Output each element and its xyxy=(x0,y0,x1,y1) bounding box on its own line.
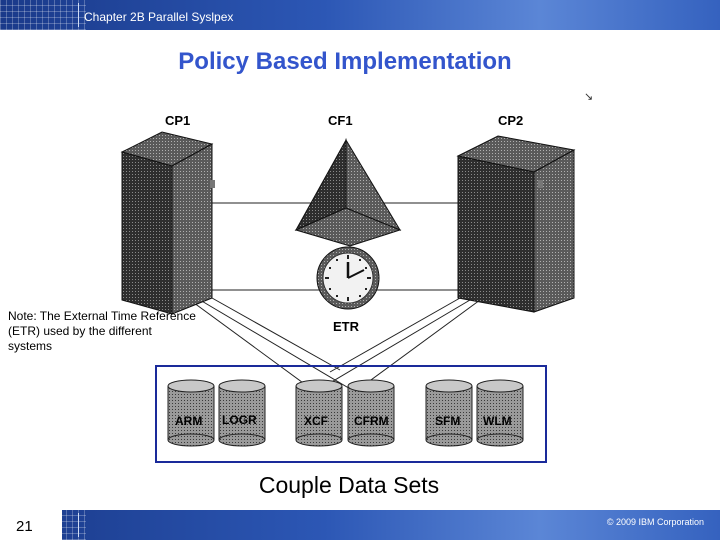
cf1-label: CF1 xyxy=(328,113,353,128)
etr-label: ETR xyxy=(333,319,360,334)
wlm-data-set xyxy=(476,379,524,447)
header-pattern xyxy=(0,0,86,30)
arm-data-set xyxy=(167,379,215,447)
logr-data-set xyxy=(218,379,266,447)
chapter-title: Chapter 2B Parallel Syslpex xyxy=(84,10,234,24)
etr-note: Note: The External Time Reference (ETR) … xyxy=(8,309,196,353)
cp2-label: CP2 xyxy=(498,113,523,128)
header-separator xyxy=(78,3,79,27)
sfm-label: SFM xyxy=(435,414,460,428)
cf1-coupling-facility-icon xyxy=(294,138,402,247)
header-bar: Chapter 2B Parallel Syslpex xyxy=(0,0,720,30)
footer-separator xyxy=(78,513,79,537)
cp2-mainframe-icon xyxy=(456,135,576,313)
xcf-data-set xyxy=(295,379,343,447)
etr-clock-icon xyxy=(316,246,380,310)
couple-data-sets-title: Couple Data Sets xyxy=(258,472,440,498)
arm-label: ARM xyxy=(175,414,202,428)
copyright: © 2009 IBM Corporation xyxy=(606,517,704,527)
couple-data-sets-frame xyxy=(155,365,547,463)
cp1-label: CP1 xyxy=(165,113,190,128)
footer-bar: 21 © 2009 IBM Corporation xyxy=(0,510,720,540)
xcf-label: XCF xyxy=(304,414,328,428)
cfrm-label: CFRM xyxy=(354,414,389,428)
wlm-label: WLM xyxy=(483,414,512,428)
page-number-box: 21 xyxy=(0,510,62,540)
cfrm-data-set xyxy=(347,379,395,447)
logr-label: LOGR xyxy=(222,413,257,427)
slide-title: Policy Based Implementation xyxy=(178,48,512,75)
corner-mark: ↘ xyxy=(584,91,593,103)
sfm-data-set xyxy=(425,379,473,447)
cp1-mainframe-icon xyxy=(120,131,215,315)
page-number: 21 xyxy=(16,518,33,535)
